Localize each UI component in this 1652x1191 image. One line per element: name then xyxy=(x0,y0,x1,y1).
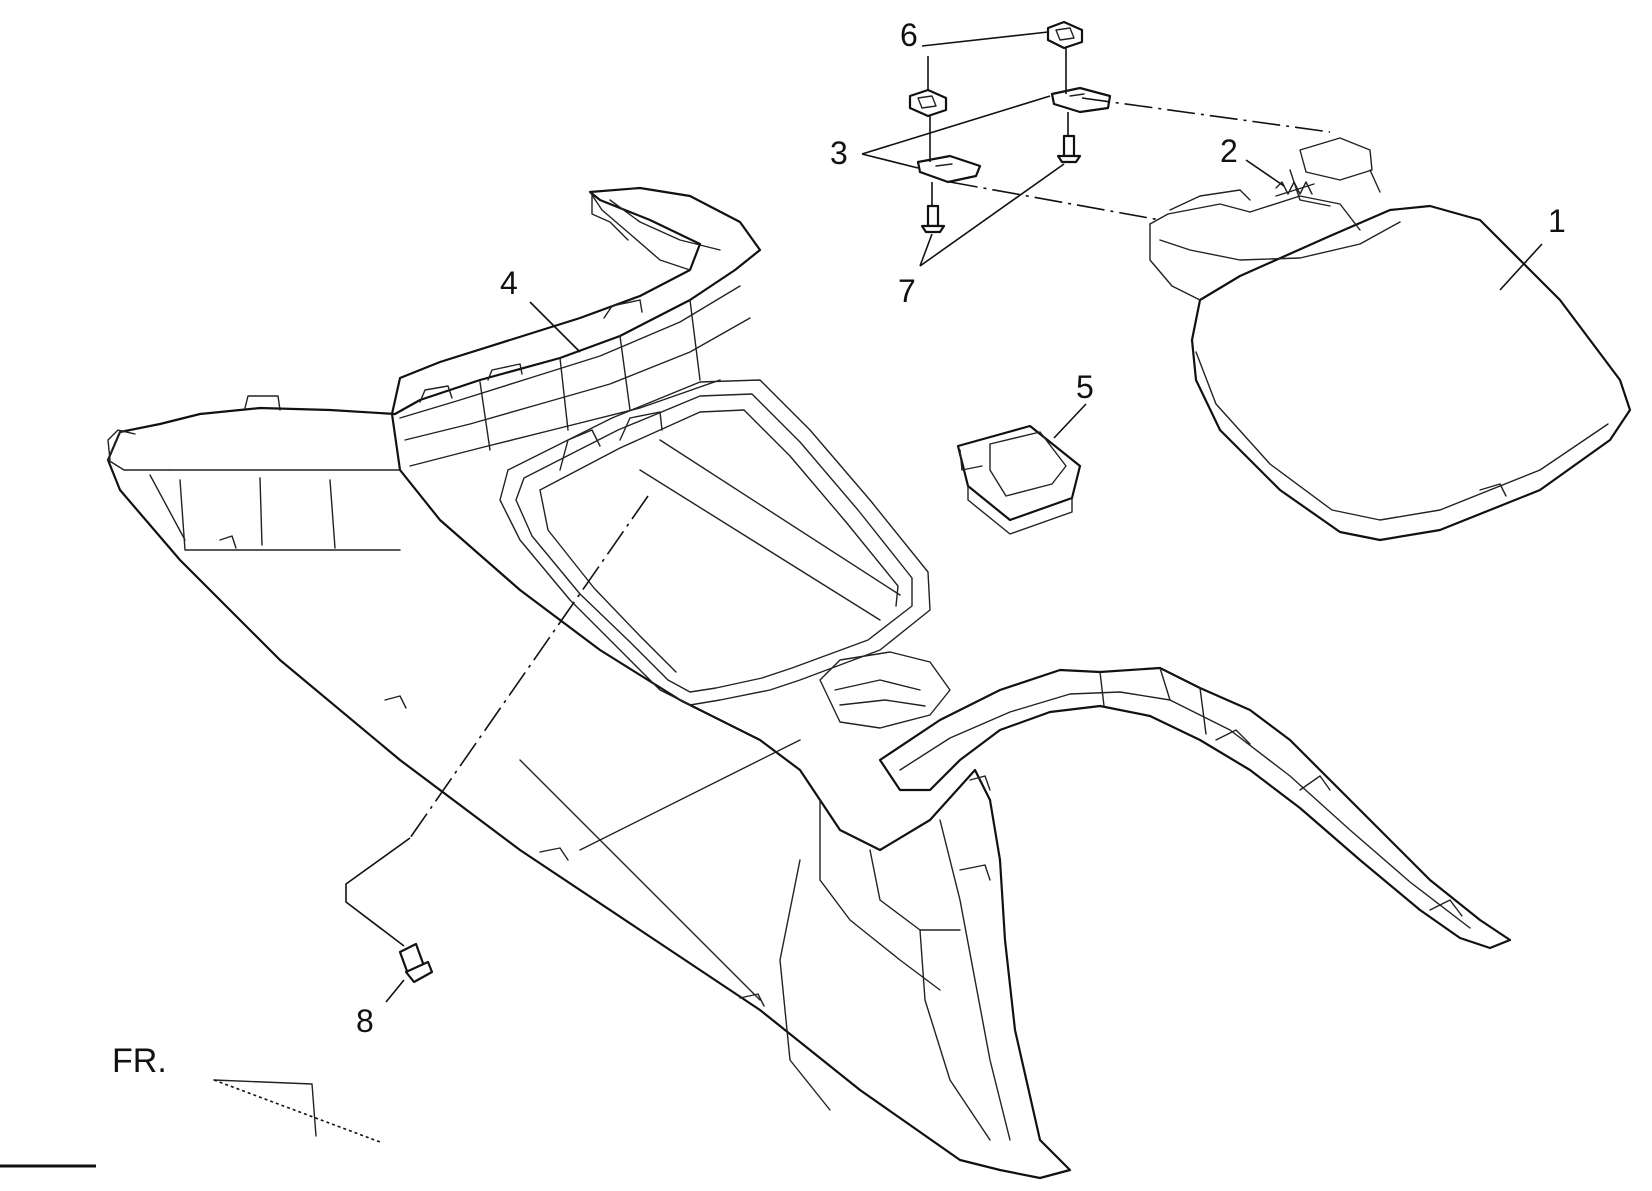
callout-8: 8 xyxy=(356,1003,374,1039)
callout-7: 7 xyxy=(898,273,916,309)
part-7-screws xyxy=(920,134,1082,234)
callout-leaders xyxy=(385,31,1543,1003)
assembly-lines xyxy=(345,48,1331,947)
direction-arrow-icon xyxy=(213,1079,317,1137)
front-direction-label: FR. xyxy=(112,1042,167,1080)
part-8-screw xyxy=(398,942,434,984)
callout-3: 3 xyxy=(830,135,848,171)
callout-labels: 1 2 3 4 5 6 7 8 xyxy=(356,17,1566,1039)
part-2-spring xyxy=(1275,181,1315,197)
callout-6: 6 xyxy=(900,17,918,53)
callout-5: 5 xyxy=(1076,369,1094,405)
callout-1: 1 xyxy=(1548,203,1566,239)
front-direction-indicator: FR. xyxy=(112,1042,381,1143)
part-1-lid xyxy=(1149,137,1632,542)
part-5-switch xyxy=(956,424,1082,535)
callout-4: 4 xyxy=(500,265,518,301)
part-4-console-trim xyxy=(106,186,1512,1180)
callout-2: 2 xyxy=(1220,133,1238,169)
